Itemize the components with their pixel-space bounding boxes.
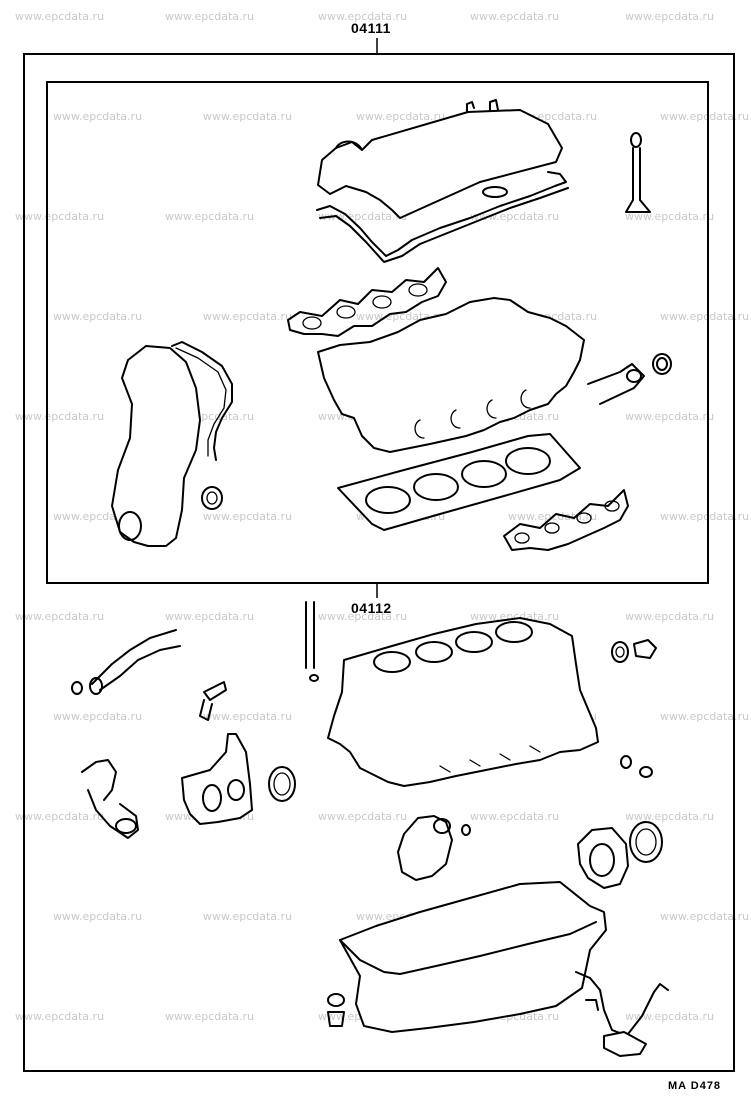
valve <box>625 132 651 213</box>
diagram-reference-code: MA D478 <box>668 1080 722 1092</box>
rear-oil-seal-retainer <box>577 821 663 889</box>
oil-pan <box>339 881 607 1033</box>
oil-pressure-switch <box>611 639 657 663</box>
oil-strainer <box>575 971 669 1057</box>
cylinder-head-cover <box>316 99 569 263</box>
cylinder-block <box>327 617 599 787</box>
callout-04111: 04111 <box>351 20 391 36</box>
exhaust-port-holes <box>514 500 620 544</box>
water-outlet-pipe <box>587 353 672 405</box>
dipstick-guide <box>305 601 319 682</box>
exhaust-manifold-gasket <box>503 489 629 551</box>
callout-04112: 04112 <box>351 600 392 616</box>
vacuum-fitting <box>199 681 227 721</box>
thermostat-housing <box>81 759 139 839</box>
water-pump <box>397 815 471 881</box>
oil-pump <box>181 733 296 825</box>
intake-manifold-gasket <box>287 267 447 337</box>
cylinder-head <box>317 297 585 453</box>
drain-plug-seals <box>620 755 653 778</box>
water-inlet-hose <box>71 629 181 695</box>
cylinder-head-gasket <box>337 433 581 531</box>
outer-frame <box>23 53 735 1072</box>
timing-chain-cover <box>111 341 233 547</box>
drain-plug <box>327 993 345 1027</box>
intake-port-holes <box>302 283 428 330</box>
